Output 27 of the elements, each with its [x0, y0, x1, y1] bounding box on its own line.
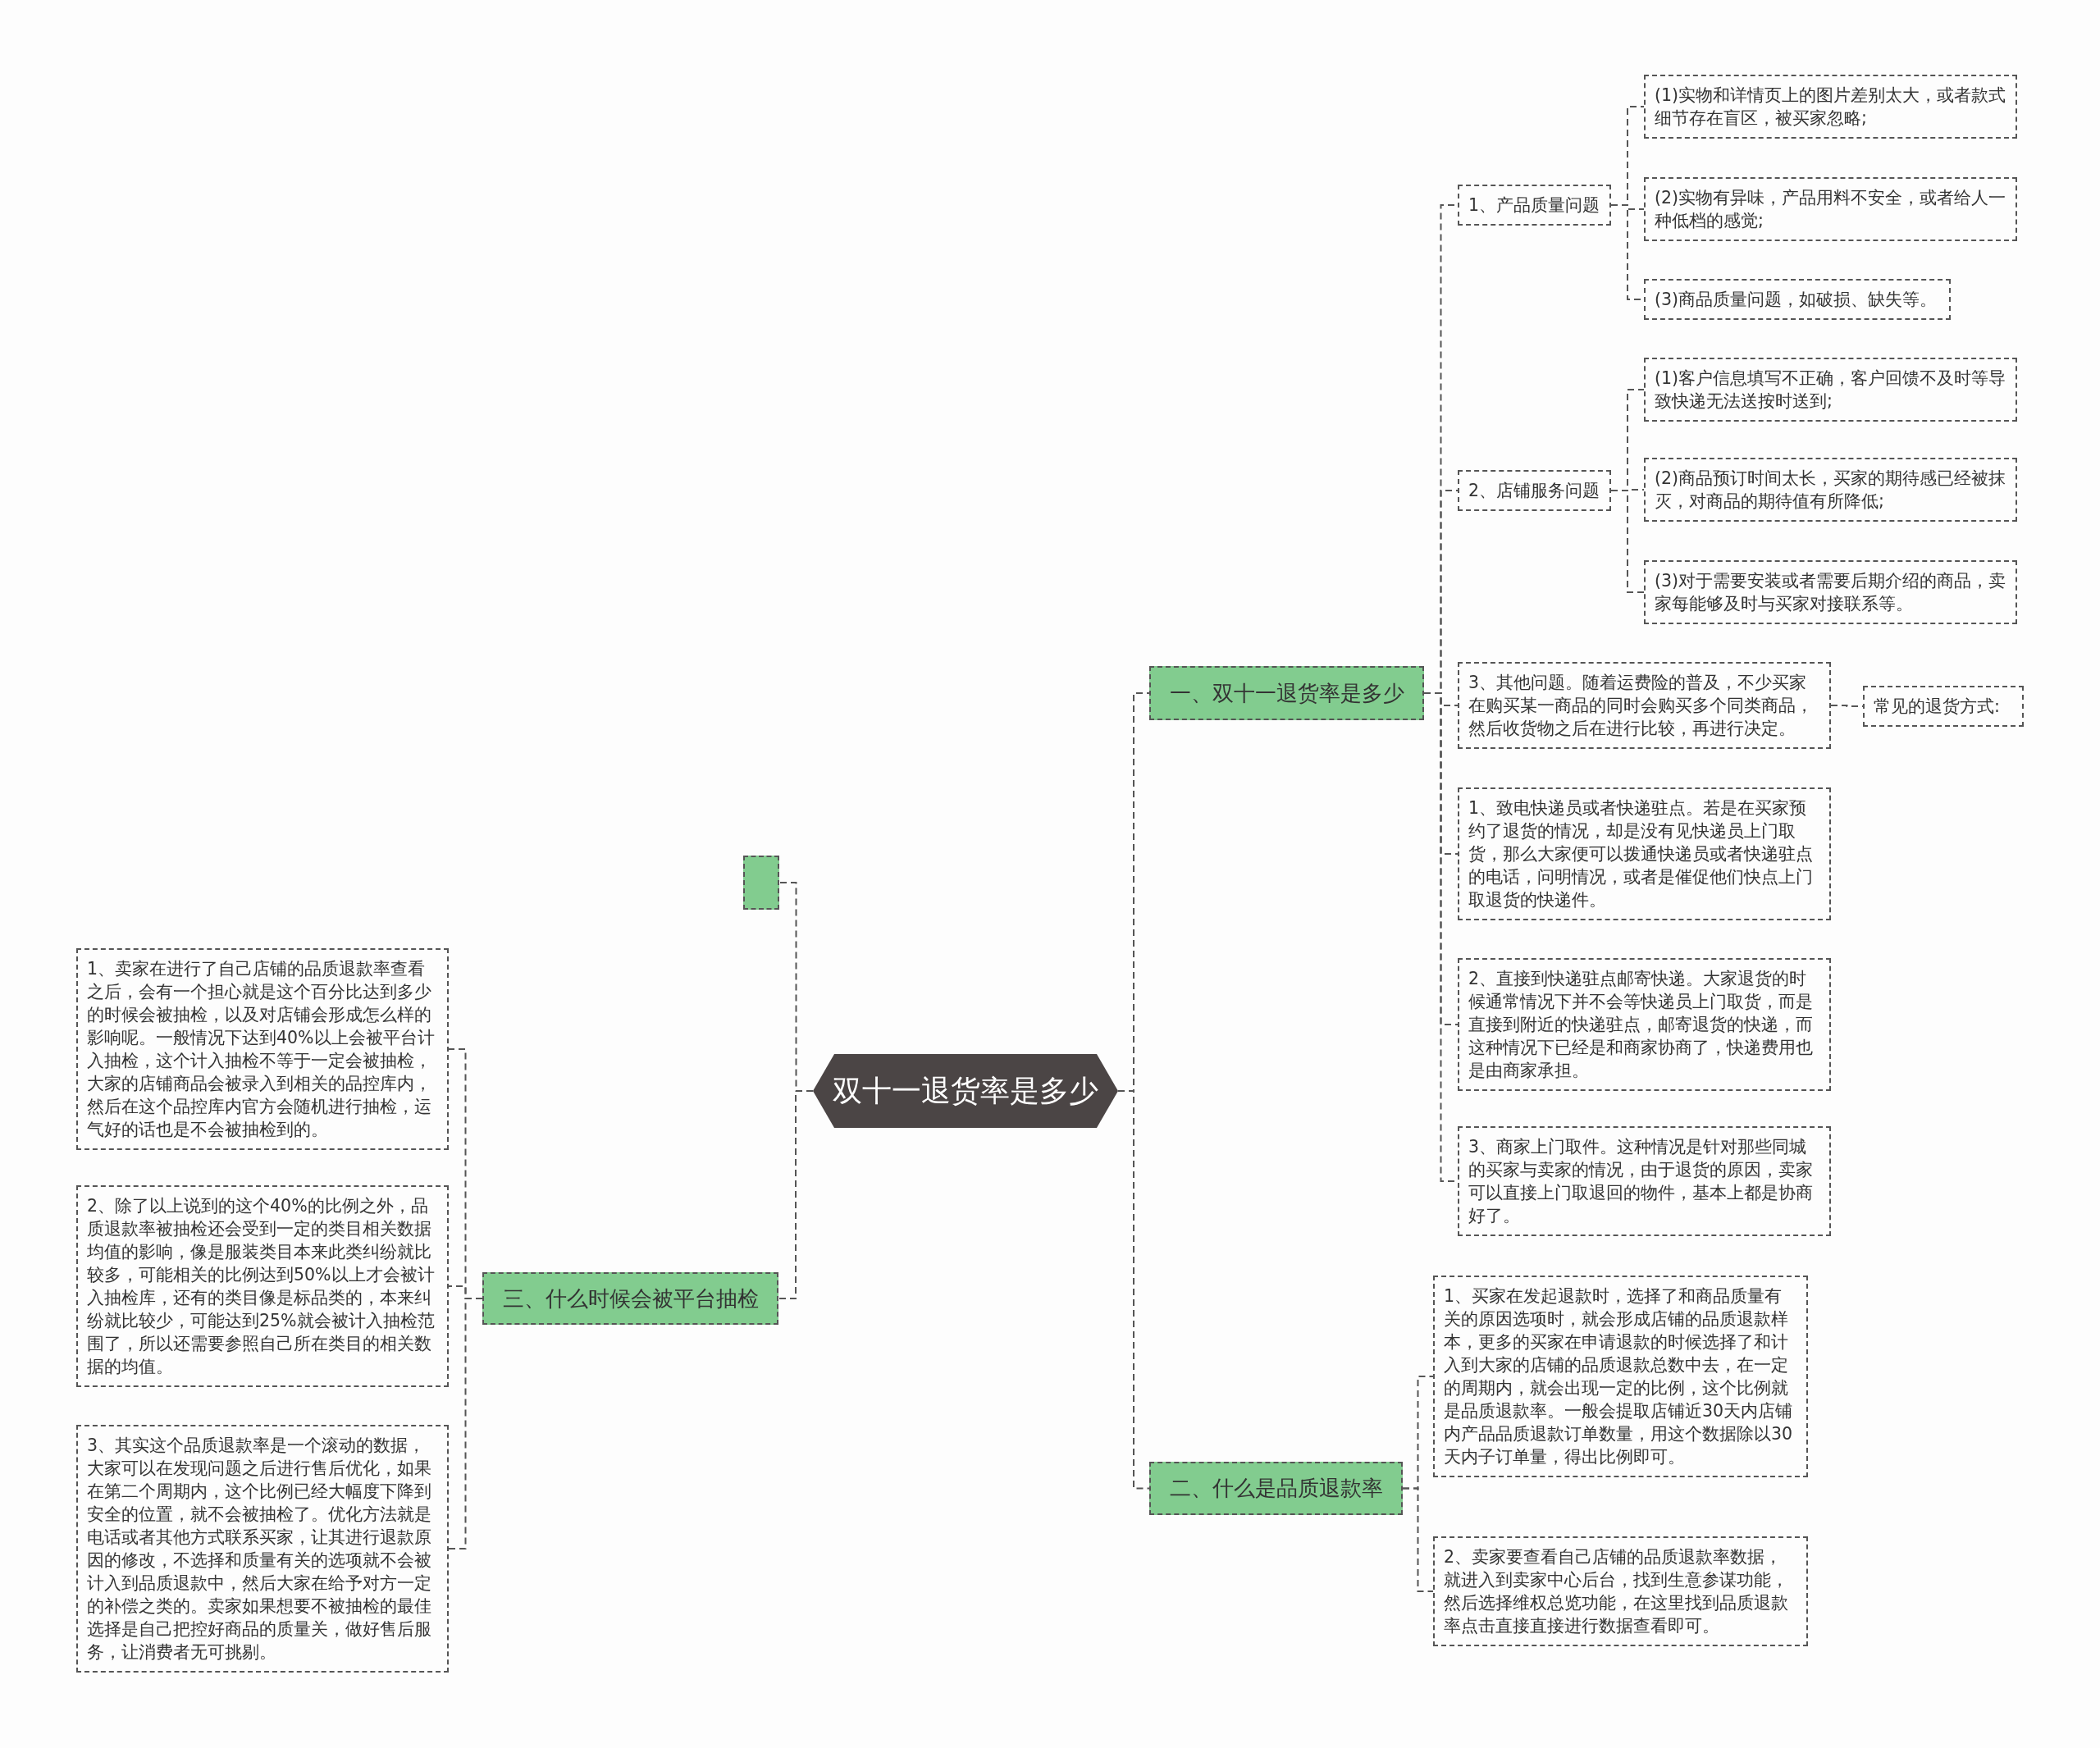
subtopic-box: 1、产品质量问题	[1458, 185, 1611, 226]
subtopic-box: 2、卖家要查看自己店铺的品质退款率数据，就进入到卖家中心后台，找到生意参谋功能，然后选择维权总览功能，在这里找到品质退款率点击直接直接进行数据查看即可。	[1433, 1536, 1808, 1646]
topic-box: 一、双十一退货率是多少	[1149, 666, 1424, 720]
subtopic-box: 1、卖家在进行了自己店铺的品质退款率查看之后，会有一个担心就是这个百分比达到多少的时候会被抽检，以及对店铺会形成怎么样的影响呢。一般情况下达到40%以上会被平台计入抽检，这个计入抽检不等于一定会被抽检，大家的店铺商品会被录入到相关的品控库内，然后在这个品控库内官方会随机进行抽检，运气好的话也是不会被抽检到的。	[76, 948, 449, 1150]
empty-topic-box	[743, 856, 779, 910]
subtopic-box: 常见的退货方式:	[1863, 686, 2024, 727]
subtopic-box: (2)商品预订时间太长，买家的期待感已经被抹灭，对商品的期待值有所降低;	[1644, 458, 2017, 522]
subtopic-box: (1)实物和详情页上的图片差别太大，或者款式细节存在盲区，被买家忽略;	[1644, 75, 2017, 139]
subtopic-box: (2)实物有异味，产品用料不安全，或者给人一种低档的感觉;	[1644, 177, 2017, 241]
subtopic-box: 3、其他问题。随着运费险的普及，不少买家在购买某一商品的同时会购买多个同类商品，然后收货物之后在进行比较，再进行决定。	[1458, 662, 1831, 749]
subtopic-box: 2、除了以上说到的这个40%的比例之外，品质退款率被抽检还会受到一定的类目相关数据均值的影响，像是服装类目本来此类纠纷就比较多，可能相关的比例达到50%以上才会被计入抽检库，还有的类目像是标品类的，本来纠纷就比较少，可能达到25%就会被计入抽检范围了，所以还需要参照自己所在类目的相关数据的均值。	[76, 1185, 449, 1387]
subtopic-box: 2、直接到快递驻点邮寄快递。大家退货的时候通常情况下并不会等快递员上门取货，而是直接到附近的快递驻点，邮寄退货的快递，而这种情况下已经是和商家协商了，快递费用也是由商家承担。	[1458, 958, 1831, 1091]
central-topic: 双十一退货率是多少	[813, 1054, 1118, 1128]
subtopic-box: (1)客户信息填写不正确，客户回馈不及时等导致快递无法送按时送到;	[1644, 358, 2017, 422]
subtopic-box: (3)商品质量问题，如破损、缺失等。	[1644, 279, 1951, 320]
subtopic-box: 3、其实这个品质退款率是一个滚动的数据，大家可以在发现问题之后进行售后优化，如果在第二个周期内，这个比例已经大幅度下降到安全的位置，就不会被抽检了。优化方法就是电话或者其他方式联系买家，让其进行退款原因的修改，不选择和质量有关的选项就不会被计入到品质退款中，然后大家在给予对方一定的补偿之类的。卖家如果想要不被抽检的最佳选择是自己把控好商品的质量关，做好售后服务，让消费者无可挑剔。	[76, 1425, 449, 1673]
connector-line	[1610, 490, 1645, 593]
subtopic-box: 2、店铺服务问题	[1458, 470, 1611, 511]
topic-box: 三、什么时候会被平台抽检	[482, 1272, 778, 1325]
subtopic-box: 1、致电快递员或者快递驻点。若是在买家预约了退货的情况，却是没有见快递员上门取货，那么大家便可以拨通快递员或者快递驻点的电话，问明情况，或者是催促他们快点上门取退货的快递件。	[1458, 787, 1831, 920]
subtopic-box: 1、买家在发起退款时，选择了和商品质量有关的原因选项时，就会形成店铺的品质退款样本，更多的买家在申请退款的时候选择了和计入到大家的店铺的品质退款总数中去，在一定的周期内，就会出现一定的比例，这个比例就是品质退款率。一般会提取店铺近30天内店铺内产品品质退款订单数量，用这个数据除以30天内子订单量，得出比例即可。	[1433, 1276, 1808, 1477]
subtopic-box: (3)对于需要安装或者需要后期介绍的商品，卖家每能够及时与买家对接联系等。	[1644, 560, 2017, 624]
connector-line	[778, 1090, 814, 1299]
topic-box: 二、什么是品质退款率	[1149, 1462, 1403, 1515]
connector-line	[448, 1298, 483, 1549]
subtopic-box: 3、商家上门取件。这种情况是针对那些同城的买家与卖家的情况，由于退货的原因，卖家可以直接上门取退回的物件，基本上都是协商好了。	[1458, 1126, 1831, 1236]
connector-line	[1402, 1487, 1434, 1592]
